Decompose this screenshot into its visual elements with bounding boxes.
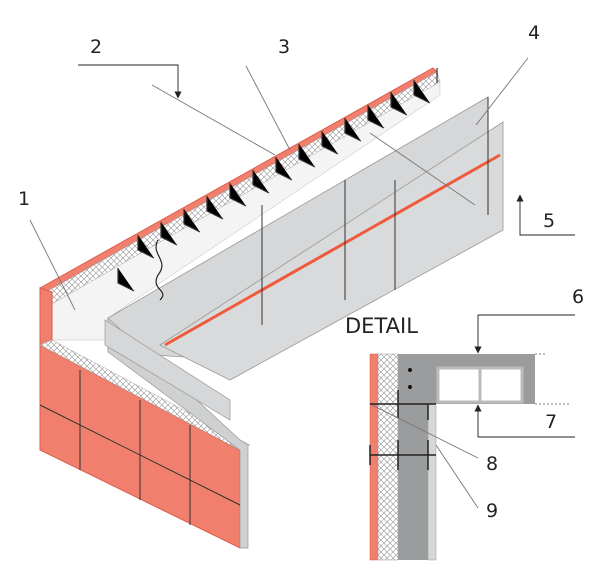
callout-5: 5 bbox=[543, 210, 556, 232]
guide-line bbox=[164, 153, 501, 347]
callout-6: 6 bbox=[572, 286, 585, 308]
callout-1: 1 bbox=[18, 188, 31, 210]
panel-seams bbox=[261, 97, 489, 325]
corner-return bbox=[39, 317, 251, 549]
outer-brick-wall bbox=[39, 67, 441, 346]
rebar-icon bbox=[155, 239, 164, 301]
callout-4: 4 bbox=[528, 22, 541, 44]
leader-lines bbox=[29, 57, 575, 311]
callout-7: 7 bbox=[545, 411, 558, 433]
wall-ties bbox=[117, 68, 438, 292]
callout-8: 8 bbox=[486, 453, 499, 475]
detail-title: DETAIL bbox=[345, 314, 418, 338]
detail-section bbox=[369, 314, 575, 561]
callout-9: 9 bbox=[486, 500, 499, 522]
inner-formwork-panel bbox=[107, 68, 504, 381]
callout-3: 3 bbox=[278, 36, 291, 58]
callout-2: 2 bbox=[90, 36, 103, 58]
